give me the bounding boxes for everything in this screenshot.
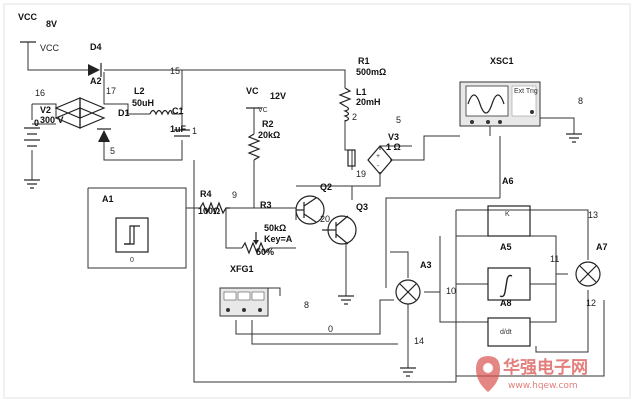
node-11: 11	[550, 254, 559, 264]
capacitor-icon: C1 1uF	[170, 106, 190, 137]
ground-icon	[566, 133, 582, 143]
diode-icon: D1	[97, 108, 130, 142]
q2-label: Q2	[320, 182, 332, 192]
r3-label: R3	[260, 200, 272, 210]
node-2: 2	[352, 112, 357, 122]
a6-label: A6	[502, 176, 514, 186]
r4-value: 100Ω	[198, 206, 220, 216]
a1-node: 0	[130, 257, 134, 264]
bridge-rectifier	[54, 97, 106, 129]
r2-label: R2	[262, 119, 274, 129]
multiplier-icon: A3	[395, 260, 432, 305]
vc-label: VC	[246, 86, 259, 96]
xfg1-label: XFG1	[230, 264, 254, 274]
node-0b: 0	[328, 324, 333, 334]
v2-label: V2	[40, 105, 51, 115]
node-5a: 5	[110, 146, 115, 156]
l2-label: L2	[134, 86, 145, 96]
v3-value: 1 Ω	[386, 142, 401, 152]
node-0a: 8	[578, 96, 583, 106]
diode-icon: D4	[88, 42, 102, 77]
a5-label: A5	[500, 242, 512, 252]
v2-value: 300 V	[40, 115, 64, 125]
xsc1-label: XSC1	[490, 56, 514, 66]
derivative-block: d/dt	[487, 317, 531, 347]
r3-percent: 50%	[256, 247, 274, 257]
wires	[27, 42, 605, 383]
node-13: 13	[588, 210, 598, 220]
r4-label: R4	[200, 189, 212, 199]
a3-label: A3	[420, 260, 432, 270]
node-15: 15	[170, 66, 180, 76]
d1-label: D1	[118, 108, 130, 118]
a8-label: A8	[500, 298, 512, 308]
vcc-pin: VCC	[40, 43, 60, 53]
c1-label: C1	[172, 106, 184, 116]
inductor-icon: L1 20mH 2	[343, 87, 381, 122]
a5-gain: K	[505, 211, 510, 218]
ground-icon	[338, 295, 354, 305]
resistor-icon: R3 50kΩ Key=A 50%	[241, 200, 293, 257]
multiplier-icon: A7	[575, 242, 608, 287]
ground-icon	[24, 179, 40, 189]
node-9: 9	[232, 190, 237, 200]
node-20: 20	[320, 214, 330, 224]
node-17: 17	[106, 86, 116, 96]
source-icon: 0	[24, 118, 40, 147]
r1-value: 500mΩ	[356, 67, 386, 77]
node-10: 10	[446, 286, 456, 296]
vcc-value: 8V	[46, 19, 57, 29]
ddt-label: d/dt	[500, 329, 512, 336]
source-icon: + - V3 1 Ω 19	[347, 132, 401, 179]
vc-value: 12V	[270, 91, 286, 101]
gain-block: K A5	[487, 205, 531, 252]
watermark-text: 华强电子网	[503, 357, 588, 378]
vcc-label: VCC	[18, 12, 38, 22]
vcc-source: VCC 8V VCC	[18, 12, 60, 53]
frame	[3, 3, 631, 399]
l1-label: L1	[356, 87, 367, 97]
xsc1-ext: Ext Trig	[514, 88, 538, 95]
a2-label: A2	[90, 76, 102, 86]
transistor-icon: Q3	[322, 202, 368, 245]
node-8: 8	[304, 300, 309, 310]
svg-text:+: +	[376, 153, 380, 160]
watermark-logo: 华强电子网 www.hqew.com	[476, 356, 588, 392]
svg-text:-: -	[377, 163, 380, 170]
node-14: 14	[414, 336, 424, 346]
node-19: 19	[356, 169, 366, 179]
a1-label: A1	[102, 194, 114, 204]
l1-value: 20mH	[356, 97, 381, 107]
node-5b: 5	[396, 115, 401, 125]
integrator-icon: A8	[487, 267, 531, 308]
ground-icon	[400, 367, 416, 377]
r1-label: R1	[358, 56, 370, 66]
v3-label: V3	[388, 132, 399, 142]
r3-value: 50kΩ	[264, 223, 286, 233]
r3-key: Key=A	[264, 234, 293, 244]
v2-pin: 0	[34, 118, 39, 128]
oscilloscope-icon: Ext Trig XSC1	[459, 56, 541, 127]
r2-value: 20kΩ	[258, 130, 280, 140]
hysteresis-comparator: A1 0	[102, 194, 149, 264]
a7-label: A7	[596, 242, 608, 252]
watermark-url: www.hqew.com	[508, 381, 578, 391]
inductor-icon: L2 50uH	[132, 86, 173, 116]
resistor-icon: R4 100Ω	[198, 189, 230, 216]
c1-value: 1uF	[170, 124, 187, 134]
d4-label: D4	[90, 42, 102, 52]
vc-pin: VC	[258, 107, 268, 114]
node-12: 12	[586, 298, 596, 308]
node-1: 1	[192, 126, 197, 136]
l2-value: 50uH	[132, 98, 154, 108]
resistor-icon: R1 500mΩ	[338, 56, 386, 107]
node-16: 16	[35, 88, 45, 98]
q3-label: Q3	[356, 202, 368, 212]
vc-source: VC 12V VC	[246, 86, 286, 114]
function-generator-icon: XFG1	[219, 264, 269, 317]
resistor-icon: R2 20kΩ	[247, 119, 280, 161]
transistor-icon: Q2 20	[295, 182, 332, 225]
